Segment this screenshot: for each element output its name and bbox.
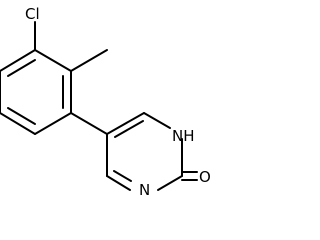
bond-ar4-ar5-inner <box>7 107 36 125</box>
phenyl-ring <box>0 49 72 135</box>
substituent-bonds <box>34 21 108 135</box>
bond-ar6-ar1 <box>0 49 36 72</box>
atom-label-chlorine: Cl <box>25 5 40 23</box>
bond-ar2-methyl <box>70 49 108 72</box>
atom-label-o: O <box>199 168 211 186</box>
bond-biaryl <box>70 112 108 135</box>
molecule-structure: Cl NH N O <box>0 5 211 199</box>
bond-ar3-ar4 <box>34 112 72 135</box>
bond-n3-c4-inner <box>113 170 132 182</box>
pyrimidinone-ring <box>106 112 198 191</box>
bond-c5-c6-inner <box>114 120 144 138</box>
bond-c2-n3 <box>157 175 183 191</box>
bond-c5-c6 <box>106 112 145 135</box>
bond-c6-n1 <box>143 112 171 129</box>
bond-ar6-ar1-inner <box>7 59 36 77</box>
atom-label-n: N <box>139 181 150 198</box>
atom-label-nh: NH <box>172 127 195 145</box>
bond-ar4-ar5 <box>0 112 36 135</box>
bond-ar1-ar2 <box>34 49 72 72</box>
bond-n3-c4 <box>106 175 131 191</box>
structure-canvas: Cl NH N O <box>0 5 211 199</box>
